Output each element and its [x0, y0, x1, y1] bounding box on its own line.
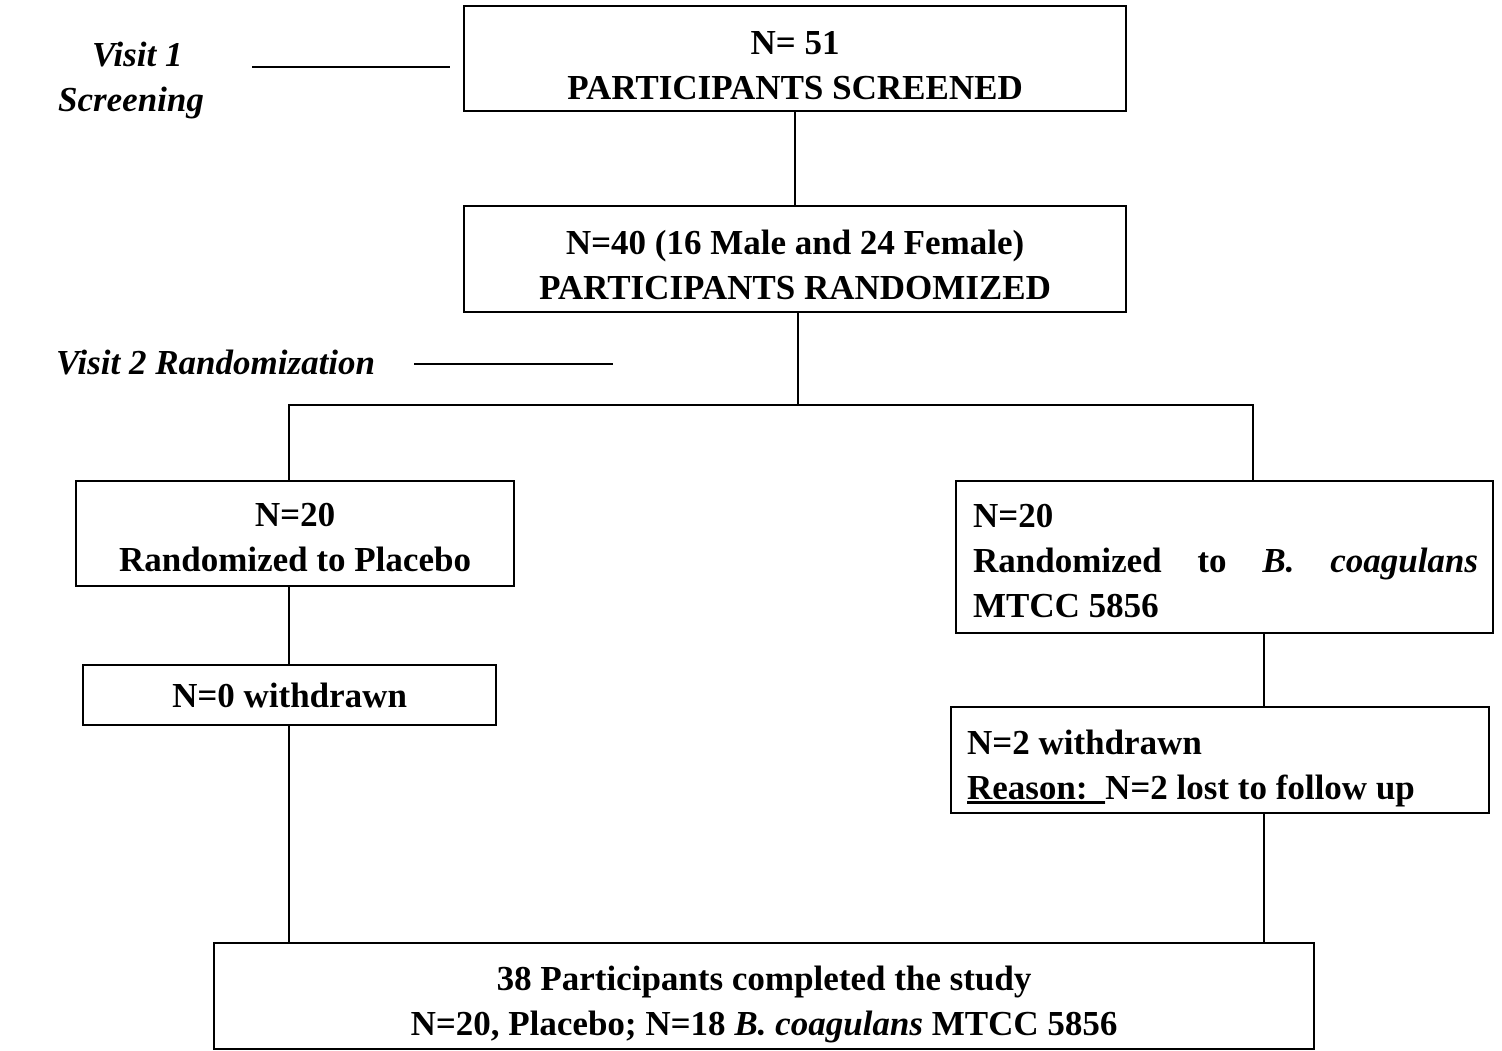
visit2-connector — [414, 363, 613, 365]
probiotic-arm-box: N=20 Randomized to B. coagulans MTCC 585… — [955, 480, 1494, 634]
randomized-box: N=40 (16 Male and 24 Female) PARTICIPANT… — [463, 205, 1127, 313]
placebo-withdrawn-box: N=0 withdrawn — [82, 664, 497, 726]
visit1-label-line2: Screening — [58, 80, 204, 119]
connector-placebo-withdrawn — [288, 587, 290, 665]
probiotic-reason-text: N=2 lost to follow up — [1105, 768, 1415, 807]
visit2-label: Visit 2 Randomization — [56, 343, 375, 382]
branch-right-down — [1252, 404, 1254, 481]
probiotic-withdrawn-box: N=2 withdrawn Reason: N=2 lost to follow… — [950, 706, 1490, 814]
probiotic-text-line1: Randomized to B. coagulans — [973, 538, 1478, 583]
visit1-connector — [252, 66, 450, 68]
probiotic-word-genus: B. — [1262, 541, 1295, 580]
probiotic-word-to: to — [1197, 541, 1227, 580]
connector-probiotic-completed — [1263, 814, 1265, 943]
probiotic-withdrawn-text: N=2 withdrawn — [967, 723, 1202, 762]
placebo-text: Randomized to Placebo — [119, 540, 471, 579]
completed-line2: N=20, Placebo; N=18 B. coagulans MTCC 58… — [215, 1001, 1313, 1046]
screened-text: PARTICIPANTS SCREENED — [567, 68, 1023, 107]
connector-randomized-down — [797, 313, 799, 406]
connector-placebo-completed — [288, 726, 290, 943]
probiotic-word-species: coagulans — [1330, 541, 1478, 580]
screened-count: N= 51 — [750, 23, 840, 62]
placebo-arm-box: N=20 Randomized to Placebo — [75, 480, 515, 587]
probiotic-text-line2: MTCC 5856 — [973, 586, 1159, 625]
randomized-text: PARTICIPANTS RANDOMIZED — [539, 268, 1051, 307]
completed-box: 38 Participants completed the study N=20… — [213, 942, 1315, 1050]
probiotic-word-randomized: Randomized — [973, 541, 1162, 580]
screened-box: N= 51 PARTICIPANTS SCREENED — [463, 5, 1127, 112]
completed-line2-b: MTCC 5856 — [922, 1004, 1118, 1043]
completed-line1: 38 Participants completed the study — [496, 959, 1032, 998]
probiotic-count: N=20 — [973, 496, 1054, 535]
branch-horizontal — [288, 404, 1254, 406]
branch-left-down — [288, 404, 290, 482]
placebo-count: N=20 — [254, 495, 336, 534]
visit1-label: Visit 1 Screening — [58, 32, 258, 122]
visit1-label-line1: Visit 1 — [92, 35, 183, 74]
probiotic-reason-label: Reason: — [967, 768, 1106, 807]
completed-line2-species: B. coagulans — [734, 1004, 923, 1043]
connector-screened-randomized — [794, 112, 796, 206]
randomized-count: N=40 (16 Male and 24 Female) — [565, 223, 1025, 262]
probiotic-reason: Reason: N=2 lost to follow up — [967, 765, 1488, 810]
placebo-withdrawn-text: N=0 withdrawn — [172, 676, 407, 715]
completed-line2-a: N=20, Placebo; N=18 — [410, 1004, 735, 1043]
connector-probiotic-withdrawn — [1263, 634, 1265, 707]
